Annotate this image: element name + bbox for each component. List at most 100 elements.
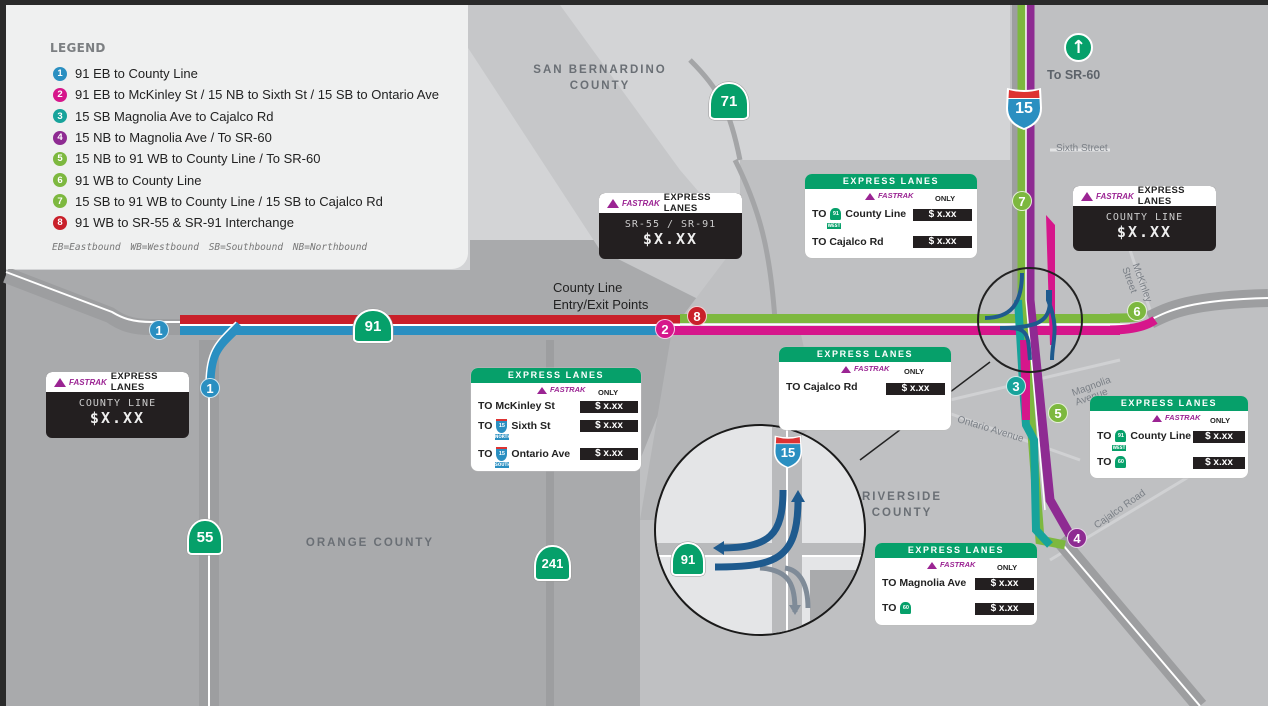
legend-item-label: 91 EB to County Line [75, 66, 198, 82]
lane-green [680, 314, 1120, 323]
marker-6[interactable]: 6 [1127, 301, 1147, 321]
to-label: TO [1097, 456, 1112, 468]
toll-sign-subheader: FASTRAK ONLY [779, 362, 951, 376]
destination: Magnolia Ave [899, 577, 967, 589]
toll-price: $ x.xx [580, 401, 638, 413]
legend-item: 3 15 SB Magnolia Ave to Cajalco Rd [53, 106, 439, 127]
sr91-mini-shield-icon: 91 [830, 208, 842, 220]
fastrak-logo-icon [607, 198, 619, 208]
direction-tag: SOUTH [495, 462, 511, 468]
to-label: TO [478, 420, 493, 432]
toll-sign-header: EXPRESS LANES [779, 347, 951, 362]
marker-4[interactable]: 4 [1067, 528, 1087, 548]
toll-sign-mckinley: EXPRESS LANES FASTRAK ONLY TO McKinley S… [471, 368, 641, 471]
marker-1-west[interactable]: 1 [149, 320, 169, 340]
fastrak-logo-icon [927, 561, 937, 569]
to-label: TO [812, 236, 827, 248]
direction-tag: WEST [827, 223, 841, 229]
toll-sign-header: EXPRESS LANES [471, 368, 641, 383]
i15-shield-icon [1006, 88, 1042, 130]
fastrak-logo-icon [841, 365, 851, 373]
toll-sign-header: EXPRESS LANES [1090, 396, 1248, 411]
toll-row: TO Cajalco Rd [786, 381, 858, 393]
legend-item-label: 91 EB to McKinley St / 15 NB to Sixth St… [75, 87, 439, 103]
sr241-shield: 241 [534, 545, 571, 581]
fastrak-logo-icon [54, 377, 66, 387]
marker-2[interactable]: 2 [655, 319, 675, 339]
legend-item-label: 15 SB to 91 WB to County Line / 15 SB to… [75, 193, 383, 209]
marker-1-sr55[interactable]: 1 [200, 378, 220, 398]
sr60-mini-shield-icon: 60 [1115, 456, 1127, 468]
fastrak-brand: FASTRAK [622, 198, 660, 208]
fastrak-logo-icon [865, 192, 875, 200]
destination: County Line [845, 208, 907, 220]
fastrak-logo-icon [537, 386, 547, 394]
to-label: TO [1097, 430, 1112, 442]
marker-3[interactable]: 3 [1006, 376, 1026, 396]
toll-price: $ x.xx [975, 603, 1034, 615]
fastrak-brand: FASTRAK [841, 364, 889, 373]
county-line-1: RIVERSIDE [862, 491, 942, 503]
destination: Sixth St [511, 420, 551, 432]
fastrak-brand: FASTRAK [69, 377, 107, 387]
marker-8[interactable]: 8 [687, 306, 707, 326]
only-label: ONLY [598, 388, 619, 397]
legend-item-label: 91 WB to SR-55 & SR-91 Interchange [75, 215, 294, 231]
toll-sign-cajalco: EXPRESS LANES FASTRAK ONLY TO Cajalco Rd… [779, 347, 951, 430]
sr71-shield: 71 [709, 82, 749, 120]
toll-price: $ x.xx [580, 448, 638, 460]
fastrak-brand: FASTRAK [927, 560, 975, 569]
destination: Cajalco Rd [829, 236, 884, 248]
to-sr60-label: To SR-60 [1047, 68, 1101, 82]
legend-abbreviations: EB=Eastbound WB=Westbound SB=Southbound … [52, 242, 368, 253]
dms-header-text: EXPRESS LANES [110, 372, 158, 393]
marker-5[interactable]: 5 [1048, 403, 1068, 423]
fastrak-brand-text: FASTRAK [1165, 413, 1201, 422]
direction-tag: WEST [1112, 445, 1126, 451]
toll-sign-subheader: FASTRAK ONLY [805, 189, 977, 203]
to-label: TO [786, 381, 801, 393]
only-label: ONLY [1210, 416, 1231, 425]
interchange-ring [977, 267, 1083, 373]
destination: Ontario Ave [511, 448, 571, 460]
county-line-2: COUNTY [871, 507, 933, 519]
toll-sign-header: EXPRESS LANES [805, 174, 977, 189]
direction-tag: NORTH [495, 434, 511, 440]
dms-header-text: EXPRESS LANES [1137, 186, 1185, 207]
fastrak-brand: FASTRAK [865, 191, 913, 200]
sr55-shield: 55 [187, 519, 223, 555]
marker-7[interactable]: 7 [1012, 191, 1032, 211]
fastrak-logo-icon [1152, 414, 1162, 422]
fastrak-brand: FASTRAK [1096, 191, 1134, 201]
legend-marker-icon: 5 [53, 151, 67, 166]
toll-price: $ x.xx [975, 578, 1034, 590]
toll-sign-subheader: FASTRAK ONLY [875, 558, 1037, 572]
legend-item-label: 15 SB Magnolia Ave to Cajalco Rd [75, 108, 274, 124]
i15-mini-shield-icon: 15 [496, 447, 508, 461]
lane-purple-15 [1025, 5, 1074, 538]
dms-price: $X.XX [1116, 223, 1173, 241]
fastrak-brand: FASTRAK [1152, 413, 1200, 422]
toll-price: $ x.xx [1193, 431, 1245, 443]
toll-price: $ x.xx [913, 236, 972, 248]
inset-sr91-shield: 91 [671, 542, 705, 576]
legend-marker-icon: 3 [53, 109, 67, 124]
up-arrow-icon: ↑ [1064, 33, 1093, 62]
entry-exit-line-1: County Line [553, 280, 623, 295]
legend-marker-icon: 6 [53, 173, 67, 188]
lane-blue-ramp [205, 321, 244, 386]
only-label: ONLY [904, 367, 925, 376]
lane-red [180, 315, 680, 324]
toll-row: TO McKinley St [478, 400, 555, 412]
